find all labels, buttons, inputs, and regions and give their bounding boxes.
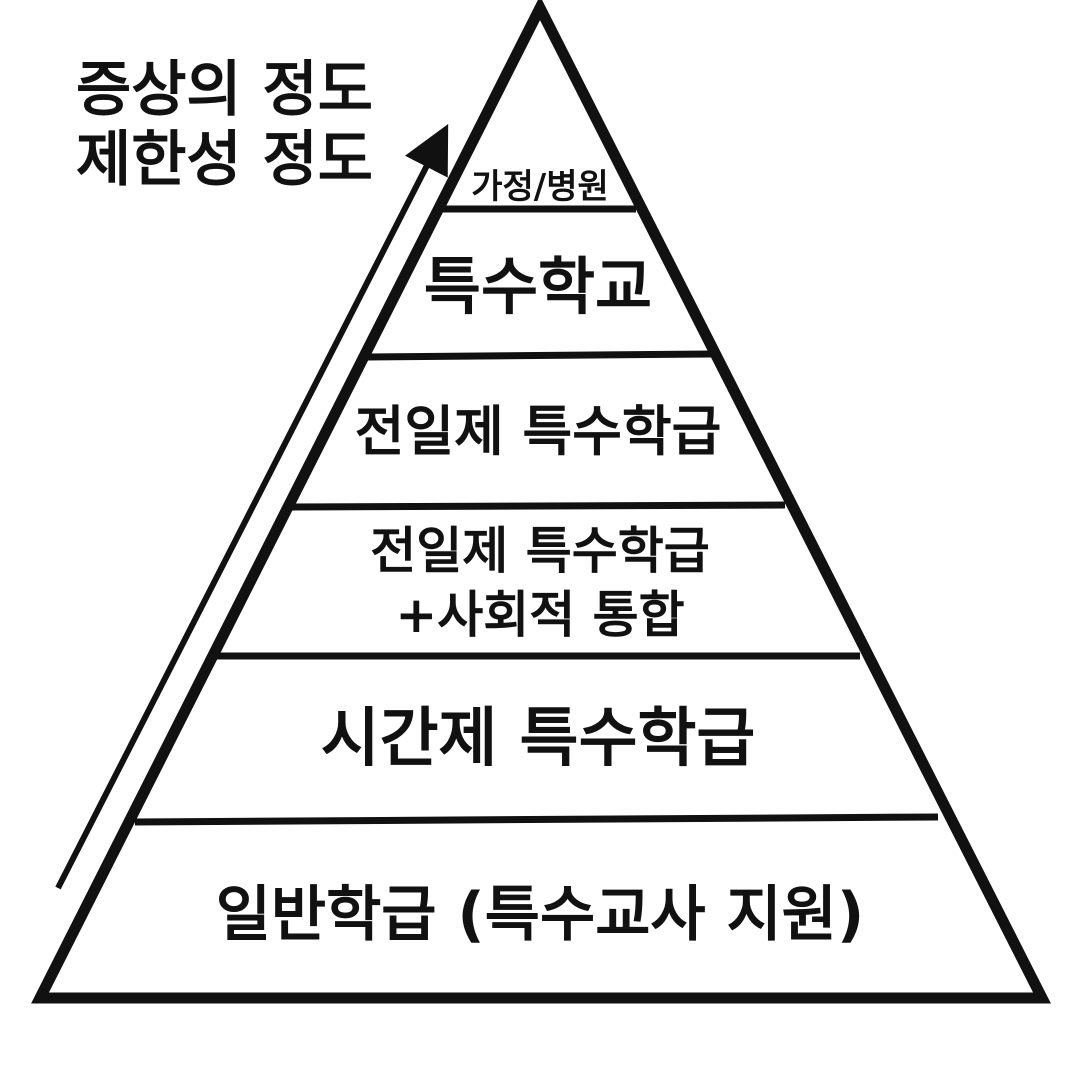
level-label-fulltime-social-line-2: +사회적 통합 [395,586,684,644]
level-label-home-hospital: 가정/병원 [471,167,609,207]
level-label-fulltime-special-class: 전일제 특수학급 [355,400,722,463]
level-divider-5 [134,813,939,826]
level-label-parttime-special-class: 시간제 특수학급 [321,702,755,776]
level-divider-3 [291,501,786,511]
side-label-line-2: 제한성 정도 [76,125,373,195]
level-label-special-school: 특수학교 [424,250,652,323]
level-label-fulltime-social-line-1: 전일제 특수학급 [370,522,709,580]
level-label-general-class: 일반학급 (특수교사 지원) [216,880,865,950]
side-label-line-1: 증상의 정도 [76,55,373,125]
severity-arrow [55,123,449,890]
level-divider-2 [367,350,713,361]
